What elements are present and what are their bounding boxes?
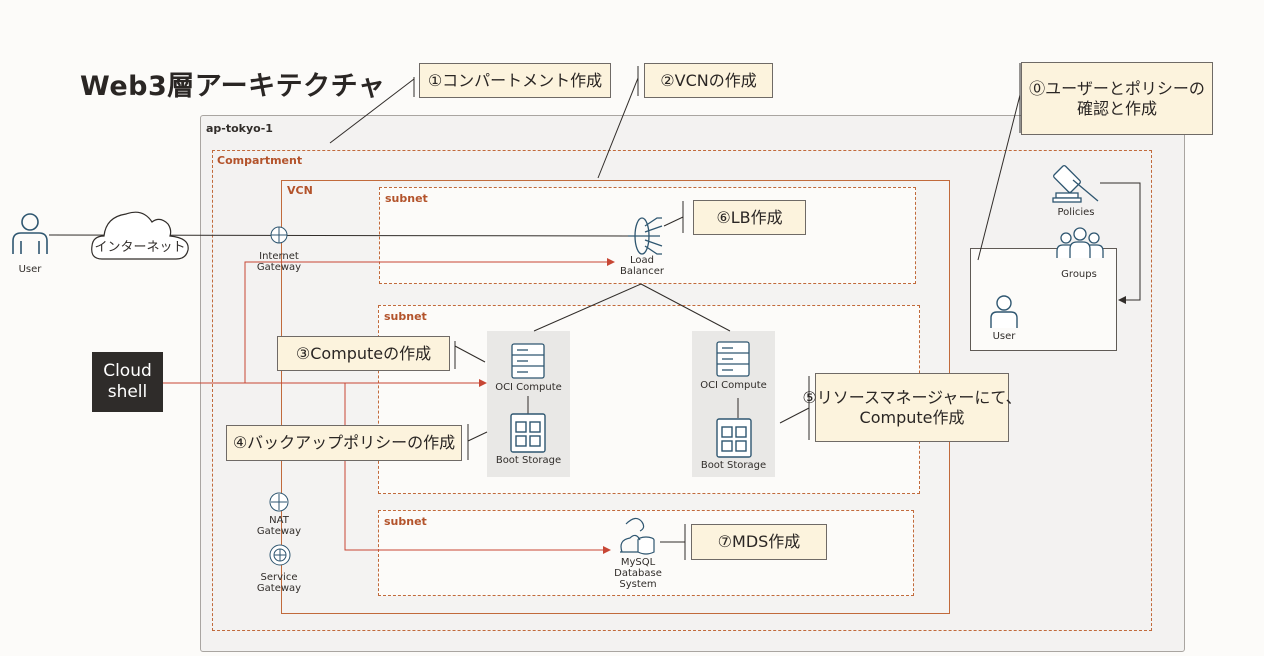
internet-gateway-label-line1: Internet bbox=[259, 251, 299, 262]
nat-gateway-label-line1: NAT bbox=[269, 515, 289, 526]
compartment-label: Compartment bbox=[217, 154, 303, 167]
region-label: ap-tokyo-1 bbox=[206, 122, 273, 135]
mysql-database-icon bbox=[620, 517, 655, 555]
callout-step0-line2: 確認と作成 bbox=[1076, 98, 1157, 118]
compute-server-icon bbox=[511, 341, 750, 379]
callout-step1: ①コンパートメント作成 bbox=[419, 63, 611, 98]
callout-step5: ⑤リソースマネージャーにて、 Compute作成 bbox=[802, 373, 1022, 442]
internet-gateway-icon bbox=[270, 226, 288, 244]
iam-user-label: User bbox=[992, 331, 1016, 342]
nat-gateway-icon bbox=[269, 492, 289, 512]
boot-storage-label: Boot Storage bbox=[700, 460, 767, 471]
nat-gateway-label-line2: Gateway bbox=[256, 526, 302, 537]
boot-storage-label: Boot Storage bbox=[495, 455, 562, 466]
callout-step7: ⑦MDS作成 bbox=[691, 524, 827, 560]
cloud-shell-line2: shell bbox=[107, 382, 148, 402]
load-balancer-icon bbox=[628, 217, 663, 255]
callout-step2: ②VCNの作成 bbox=[644, 63, 773, 98]
iam-user-icon bbox=[990, 295, 1018, 328]
mysql-label-line3: System bbox=[619, 579, 657, 590]
callout-step0: ⓪ユーザーとポリシーの 確認と作成 bbox=[1021, 62, 1213, 135]
callout-step5-line1: ⑤リソースマネージャーにて、 bbox=[802, 387, 1022, 407]
boot-storage-icon bbox=[510, 413, 752, 458]
mysql-label-line2: Database bbox=[614, 568, 662, 579]
compartment: Compartment bbox=[212, 150, 1152, 631]
callout-step0-line1: ⓪ユーザーとポリシーの bbox=[1029, 78, 1205, 98]
vcn-label: VCN bbox=[287, 184, 313, 197]
subnet-label: subnet bbox=[384, 310, 427, 323]
user-icon bbox=[12, 213, 48, 254]
subnet-label: subnet bbox=[384, 515, 427, 528]
internet-gateway-label: Internet Gateway bbox=[249, 251, 309, 273]
mysql-label-line1: MySQL bbox=[620, 557, 656, 568]
callout-step4: ④バックアップポリシーの作成 bbox=[226, 425, 462, 461]
load-balancer-label: Load Balancer bbox=[612, 255, 672, 277]
callout-step5-line2: Compute作成 bbox=[859, 407, 965, 427]
compute-label: OCI Compute bbox=[495, 382, 562, 393]
subnet-label: subnet bbox=[385, 192, 428, 205]
callout-step6: ⑥LB作成 bbox=[693, 200, 806, 235]
user-label: User bbox=[18, 264, 42, 275]
nat-gateway-label: NAT Gateway bbox=[249, 515, 309, 537]
cloud-shell-line1: Cloud bbox=[103, 361, 152, 381]
service-gateway-icon bbox=[269, 544, 291, 566]
load-balancer-label-line1: Load bbox=[630, 255, 654, 266]
callout-step3: ③Computeの作成 bbox=[277, 336, 450, 371]
load-balancer-label-line2: Balancer bbox=[620, 266, 664, 277]
groups-label: Groups bbox=[1061, 269, 1097, 280]
cloud-icon bbox=[91, 211, 189, 260]
internet-label: インターネット bbox=[94, 240, 186, 255]
internet-gateway-label-line2: Gateway bbox=[256, 262, 302, 273]
iam-box bbox=[970, 248, 1117, 351]
policies-label: Policies bbox=[1057, 207, 1095, 218]
compute-label: OCI Compute bbox=[700, 380, 767, 391]
cloud-shell[interactable]: Cloud shell bbox=[92, 352, 163, 412]
callout-leaders bbox=[329, 63, 1021, 560]
service-gateway-label-line1: Service bbox=[260, 572, 298, 583]
service-gateway-label-line2: Gateway bbox=[256, 583, 302, 594]
mysql-label: MySQL Database System bbox=[608, 557, 668, 590]
groups-icon bbox=[1056, 227, 1104, 258]
page-title: Web3層アーキテクチャ bbox=[80, 71, 386, 102]
service-gateway-label: Service Gateway bbox=[249, 572, 309, 594]
policies-icon bbox=[1052, 165, 1099, 203]
